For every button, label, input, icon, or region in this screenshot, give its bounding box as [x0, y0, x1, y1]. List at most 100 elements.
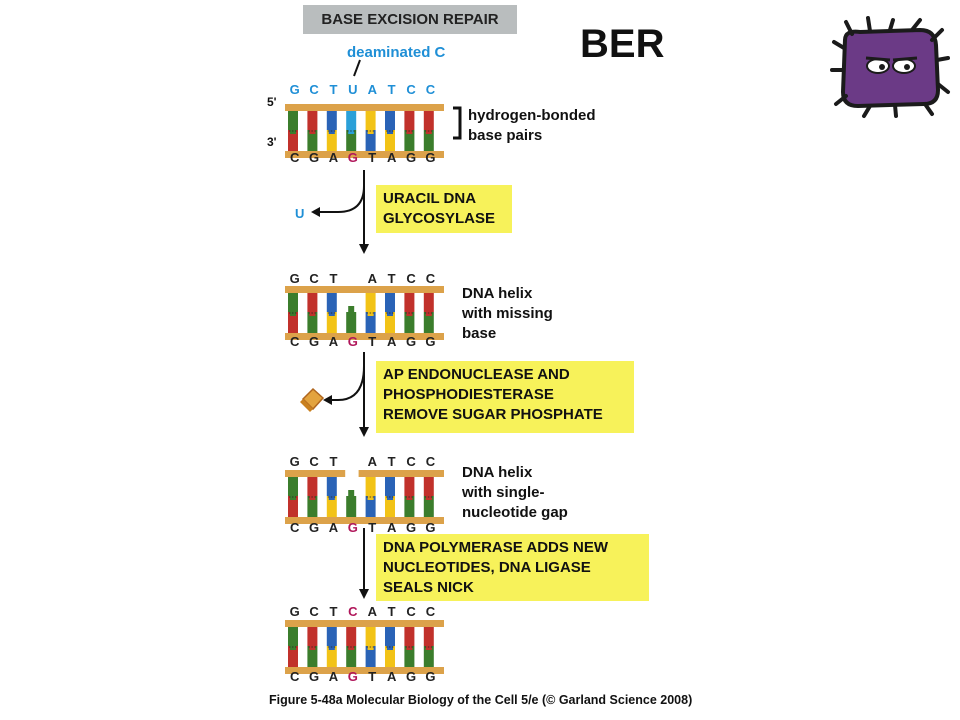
- base-block: [326, 293, 337, 312]
- base-letter: A: [328, 669, 339, 684]
- top-backbone: [285, 470, 346, 477]
- bottom-backbone: [285, 333, 444, 340]
- base-letter: C: [406, 454, 416, 469]
- base-block: [365, 477, 376, 496]
- base-block: [385, 477, 395, 496]
- base-block: [404, 477, 415, 496]
- base-block: [423, 627, 434, 646]
- base-block: [346, 111, 357, 130]
- base-tip: [367, 495, 374, 500]
- base-letter: C: [425, 604, 436, 619]
- base-letter: C: [406, 604, 416, 619]
- base-tip: [309, 311, 316, 316]
- base-letter: C: [290, 150, 300, 165]
- base-tip: [406, 495, 413, 500]
- sugar-phosphate-fragment-icon: [300, 387, 325, 412]
- bottom-backbone: [285, 517, 444, 524]
- base-letter: T: [368, 520, 377, 535]
- base-tip: [406, 311, 413, 316]
- base-tip: [309, 645, 316, 650]
- base-tip: [425, 645, 432, 650]
- base-block: [288, 477, 298, 496]
- base-letter: T: [368, 150, 377, 165]
- base-block: [288, 627, 298, 646]
- base-letter: G: [289, 604, 300, 619]
- base-letter: A: [386, 150, 397, 165]
- three-prime-label: 3': [267, 135, 277, 149]
- base-letter: G: [425, 669, 436, 684]
- base-block: [423, 312, 434, 333]
- base-letter: T: [387, 82, 396, 97]
- top-backbone: [285, 104, 444, 111]
- base-tip: [406, 645, 413, 650]
- base-letter: C: [309, 604, 319, 619]
- base-block: [307, 496, 318, 517]
- missing-base-note: DNA helix with missing base: [462, 285, 553, 342]
- base-letter: G: [309, 669, 320, 684]
- base-block: [346, 646, 357, 667]
- base-tip: [328, 311, 335, 316]
- base-tip: [367, 645, 374, 650]
- base-letter: G: [425, 520, 436, 535]
- bottom-backbone: [285, 151, 444, 158]
- base-block: [385, 496, 395, 517]
- base-block: [365, 627, 376, 646]
- base-letter: A: [328, 150, 339, 165]
- base-block: [326, 130, 337, 151]
- base-letter: G: [405, 669, 417, 684]
- base-block: [307, 646, 318, 667]
- base-block: [423, 293, 434, 312]
- base-block: [385, 111, 395, 130]
- base-letter: T: [329, 604, 338, 619]
- base-block: [307, 627, 318, 646]
- base-block: [326, 312, 337, 333]
- base-letter: A: [367, 604, 377, 619]
- base-letter: C: [406, 271, 416, 286]
- flow-arrows: [311, 170, 369, 599]
- base-letter: T: [387, 454, 396, 469]
- base-tip: [387, 129, 393, 134]
- ap-endonuclease-box: AP ENDONUCLEASE AND PHOSPHODIESTERASE RE…: [376, 361, 634, 433]
- base-block: [346, 130, 357, 151]
- base-block: [385, 130, 395, 151]
- base-block: [288, 646, 298, 667]
- base-block: [404, 627, 415, 646]
- base-letter: G: [309, 334, 320, 349]
- base-tip: [348, 490, 355, 497]
- base-block: [326, 627, 337, 646]
- top-backbone: [358, 470, 444, 477]
- base-letter: T: [329, 271, 338, 286]
- base-letter: C: [425, 82, 436, 97]
- base-block: [404, 312, 415, 333]
- dna-polymerase-box: DNA POLYMERASE ADDS NEW NUCLEOTIDES, DNA…: [376, 534, 649, 601]
- base-tip: [387, 645, 393, 650]
- base-letter: A: [328, 334, 339, 349]
- base-letter: A: [386, 520, 397, 535]
- base-block: [404, 293, 415, 312]
- base-tip: [367, 311, 374, 316]
- base-block: [288, 130, 298, 151]
- hydrogen-bonded-note: hydrogen-bonded base pairs: [468, 107, 596, 144]
- base-tip: [406, 129, 413, 134]
- base-letter: T: [329, 82, 338, 97]
- base-block: [385, 312, 395, 333]
- base-tip: [290, 311, 296, 316]
- base-block: [326, 111, 337, 130]
- base-letter: T: [368, 334, 377, 349]
- base-letter: T: [387, 604, 396, 619]
- base-block: [385, 646, 395, 667]
- base-letter: C: [348, 604, 358, 619]
- base-tip: [328, 645, 335, 650]
- base-block: [365, 646, 376, 667]
- base-letter: T: [329, 454, 338, 469]
- base-tip: [425, 129, 432, 134]
- base-block: [288, 293, 298, 312]
- removed-uracil-label: U: [295, 206, 305, 221]
- base-tip: [425, 311, 432, 316]
